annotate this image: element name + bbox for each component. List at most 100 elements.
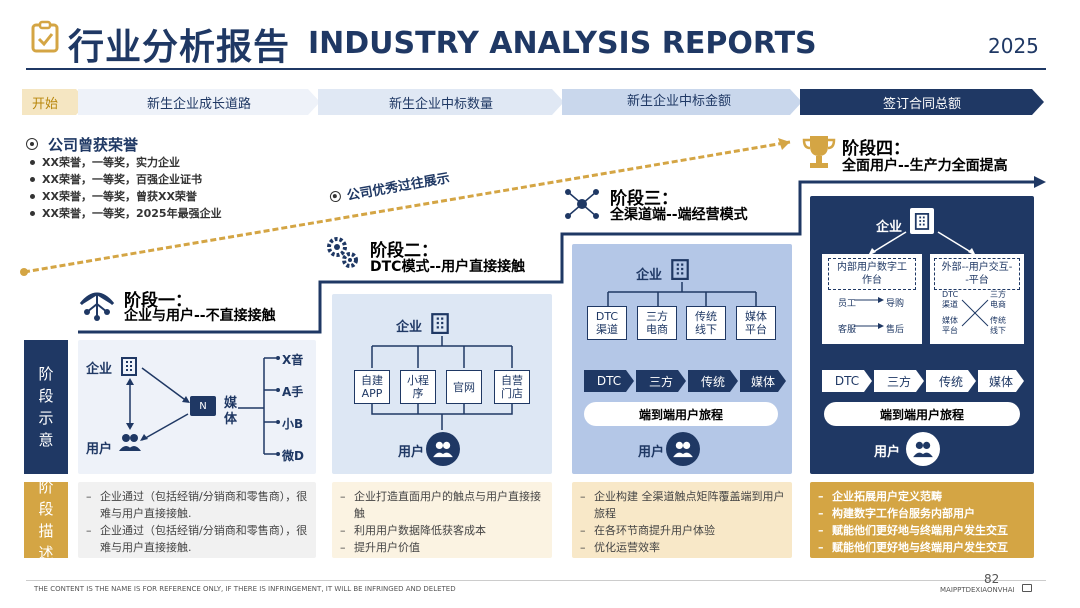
building-icon: [670, 258, 690, 284]
progress-start: 开始: [22, 89, 88, 115]
external-users-box: [930, 254, 1024, 344]
internal-item: 员工: [838, 299, 857, 309]
trend-arrowhead: [778, 138, 790, 150]
list-item: XX荣誉，一等奖，2025年最强企业: [28, 205, 222, 222]
page-title-english: INDUSTRY ANALYSIS REPORTS: [308, 26, 817, 61]
stage-1-description: 企业通过（包括经销/分销商和零售商），很难与用户直接接触.企业通过（包括经销/分…: [86, 488, 310, 556]
list-item: 利用用户数据降低获客成本: [340, 522, 546, 539]
users-icon: [426, 432, 460, 466]
media-label: 媒体: [224, 396, 238, 427]
stage-2-subtitle: DTC模式--用户直接接触: [370, 259, 526, 275]
list-item: XX荣誉，一等奖，百强企业证书: [28, 171, 222, 188]
trend-dashed-line: [23, 140, 791, 274]
internal-users-title: 内部用户数字工作台: [828, 258, 916, 290]
users-icon: [666, 432, 700, 466]
channel-label: 微D: [282, 449, 304, 463]
monitor-icon: N: [190, 396, 216, 416]
stage-4-description: 企业拓展用户定义范畴构建数字工作台服务内部用户赋能他们更好地与终端用户发生交互赋…: [818, 488, 1030, 556]
channel-box: DTC渠道: [587, 306, 627, 340]
gears-icon: [322, 232, 362, 276]
flow-step: 媒体: [740, 370, 786, 392]
user-label: 用户: [398, 445, 425, 460]
honors-title: 公司曾获荣誉: [48, 136, 139, 154]
user-label: 用户: [638, 445, 665, 460]
stage-1-title: 阶段一：: [124, 291, 192, 311]
channel-label: A手: [282, 385, 304, 399]
internal-item: 客服: [838, 325, 857, 335]
page-number: 82: [984, 572, 1000, 586]
stage-2-title: 阶段二：: [370, 241, 438, 261]
list-item: 企业通过（包括经销/分销商和零售商），很难与用户直接接触.: [86, 522, 310, 556]
external-users-title: 外部--用户交互--平台: [934, 258, 1020, 290]
external-item: 传统线下: [990, 316, 1006, 335]
target-icon: [26, 138, 38, 150]
list-item: 企业打造直面用户的触点与用户直接接触: [340, 488, 546, 522]
flow-step: 媒体: [978, 370, 1024, 392]
enterprise-label: 企业: [396, 320, 423, 335]
channel-label: 小B: [282, 417, 304, 431]
external-connectors: [961, 299, 989, 327]
channel-box: 传统线下: [686, 306, 726, 340]
building-icon: [910, 208, 934, 234]
flow-step: DTC: [584, 370, 634, 392]
external-item: 媒体平台: [942, 316, 958, 335]
brand-logo-icon: [1022, 584, 1032, 592]
trophy-icon: [802, 132, 836, 176]
channel-box: 三方电商: [637, 306, 677, 340]
stage-1-connectors: [126, 356, 280, 456]
umbrella-network-icon: [76, 282, 118, 328]
external-item: 三方电商: [990, 290, 1006, 309]
user-label: 用户: [86, 442, 113, 457]
honors-list: XX荣誉，一等奖，实力企业 XX荣誉，一等奖，百强企业证书 XX荣誉，一等奖，曾…: [28, 154, 222, 222]
trend-start-dot: [20, 268, 28, 276]
users-icon: [118, 432, 142, 456]
building-icon: [120, 356, 138, 380]
journey-bar: 端到端用户旅程: [824, 402, 1020, 426]
stage-step-line: [78, 180, 1038, 334]
progress-step-3: 新生企业中标金额: [562, 89, 802, 115]
footer-divider: [26, 580, 1046, 581]
header-divider: [26, 68, 1046, 70]
list-item: 优化运营效率: [580, 539, 786, 556]
target-icon: [329, 190, 342, 203]
internal-connectors: [854, 297, 884, 329]
progress-step-2: 新生企业中标数量: [318, 89, 564, 115]
channel-label: X音: [282, 353, 304, 367]
flow-step: 传统: [688, 370, 738, 392]
internal-item: 导购: [886, 299, 905, 309]
stage-4-title: 阶段四：: [842, 139, 910, 159]
channel-box: 小程序: [400, 370, 436, 404]
list-item: 企业构建 全渠道触点矩阵覆盖端到用户旅程: [580, 488, 786, 522]
flow-step: 三方: [636, 370, 686, 392]
progress-step-1: 新生企业成长道路: [78, 89, 320, 115]
list-item: 企业通过（包括经销/分销商和零售商），很难与用户直接接触.: [86, 488, 310, 522]
channel-box: 自营门店: [494, 370, 530, 404]
enterprise-label: 企业: [876, 220, 903, 235]
list-item: 赋能他们更好地与终端用户发生交互: [818, 539, 1030, 556]
list-item: XX荣誉，一等奖，实力企业: [28, 154, 222, 171]
side-label-diagram: 阶段示意: [24, 340, 68, 474]
enterprise-label: 企业: [636, 268, 663, 283]
progress-step-4: 签订合同总额: [800, 89, 1044, 115]
external-item: DTC渠道: [942, 290, 959, 309]
page-title: 行业分析报告: [68, 27, 291, 68]
internal-item: 售后: [886, 325, 905, 335]
user-label: 用户: [874, 445, 901, 460]
list-item: 在各环节商提升用户体验: [580, 522, 786, 539]
stage-3-title: 阶段三：: [610, 189, 678, 209]
stage-3-description: 企业构建 全渠道触点矩阵覆盖端到用户旅程在各环节商提升用户体验优化运营效率: [580, 488, 786, 556]
network-icon: [562, 184, 602, 228]
internal-users-box: [822, 254, 922, 344]
side-label-description: 阶段描述: [24, 478, 68, 562]
document-icon: [28, 20, 62, 54]
stage-4-cross-connectors: [868, 231, 976, 256]
list-item: 企业拓展用户定义范畴: [818, 488, 1030, 505]
list-item: 构建数字工作台服务内部用户: [818, 505, 1030, 522]
stage-3-connectors: [607, 282, 757, 306]
stage-3-subtitle: 全渠道端--端经营模式: [610, 207, 748, 223]
flow-step: 传统: [926, 370, 976, 392]
flow-step: 三方: [874, 370, 924, 392]
list-item: 提升用户价值: [340, 539, 546, 556]
year-label: 2025: [988, 34, 1039, 58]
